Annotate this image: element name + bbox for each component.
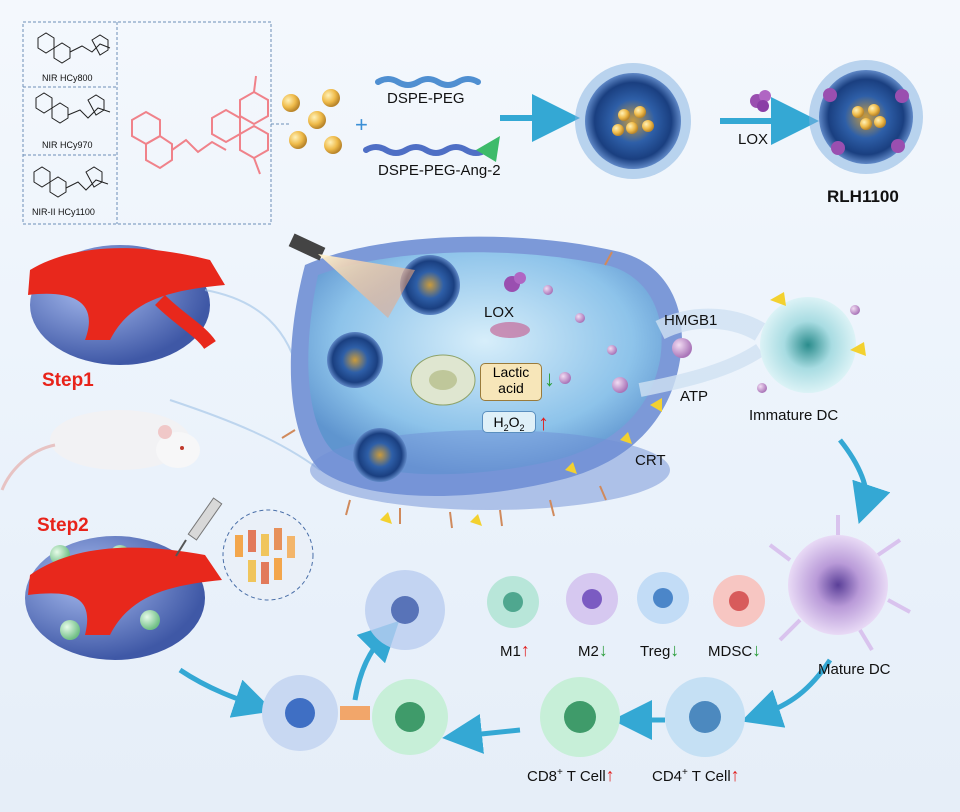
h2o2-h: H [493,414,504,430]
dye-hcy1100-large-structure [131,75,269,175]
mdsc-down-arrow: ↓ [752,640,762,660]
cd4-t-cell [665,677,745,757]
immune-cells-row [487,572,765,628]
laser-source [288,233,415,318]
dye-label-hcy1100: NIR-II HCy1100 [32,207,95,217]
dye-hcy970-structure [35,92,111,124]
cd8-t-cell [540,677,620,757]
mature-dc-cell [768,515,911,652]
dye-label-hcy800: NIR HCy800 [42,73,93,83]
h2o2-box: H2O2 [482,411,536,433]
lactic-acid-box: Lactic acid [480,363,542,401]
label-step2: Step2 [37,515,89,536]
dye-hcy800-structure [37,32,111,64]
label-atp: ATP [680,388,709,405]
tumor-step1 [28,245,225,365]
h2o2-up-arrow: ↑ [538,410,549,435]
cd8-post: T Cell [562,768,606,785]
m1-text: M1 [500,643,521,660]
dead-tumor-cell [365,570,445,650]
syringe-icon [175,497,223,557]
label-mdsc: MDSC↓ [708,640,761,661]
lox-enzyme-icon [750,90,771,112]
immature-dc-cell [757,292,866,393]
m1-up-arrow: ↑ [520,640,530,660]
label-mature-dc: Mature DC [818,661,891,678]
label-lox-top: LOX [738,131,769,148]
dye-structure-panel [22,21,290,225]
cd4-post: T Cell [687,768,731,785]
dspe-peg-ang2-chain [363,136,500,162]
cd4-sup: + [682,767,688,778]
label-cd4-t-cell: CD4+ T Cell↑ [652,765,740,786]
drug-bundle-inset [222,509,314,601]
cd8-sup: + [557,767,563,778]
m2-down-arrow: ↓ [598,640,608,660]
cd4-pre: CD4 [652,768,683,785]
tumor-step2 [25,536,222,660]
h2o2-o: O [508,414,520,430]
cd4-up-arrow: ↑ [730,765,740,785]
lactic-label-line1: Lactic [492,364,530,380]
t-cell-attack [262,675,448,755]
label-rlh1100: RLH1100 [827,187,899,206]
dye-label-hcy970: NIR HCy970 [42,140,93,150]
h2o2-sub1: 2 [503,422,509,433]
label-lox-cell: LOX [484,304,515,321]
label-hmgb1: HMGB1 [664,312,718,329]
label-cd8-t-cell: CD8+ T Cell↑ [527,765,615,786]
rlh1100-nanoparticle [809,60,923,174]
plus-sign: + [355,112,368,137]
lactic-down-arrow: ↓ [544,366,555,391]
lactic-label-line2: acid [498,380,524,396]
mouse-model [0,410,200,491]
label-dspe-peg-ang2: DSPE-PEG-Ang-2 [378,162,501,179]
cd8-up-arrow: ↑ [605,765,615,785]
dspe-peg-chain [375,76,481,88]
label-m1: M1↑ [500,640,530,661]
mdsc-text: MDSC [708,643,753,660]
treg-text: Treg [640,643,671,660]
h2o2-sub2: 2 [519,422,525,433]
cd8-pre: CD8 [527,768,558,785]
m2-text: M2 [578,643,599,660]
label-step1: Step1 [42,370,94,391]
label-immature-dc: Immature DC [749,407,839,424]
label-treg: Treg↓ [640,640,679,661]
treg-down-arrow: ↓ [670,640,680,660]
gold-nanospheres [282,89,342,154]
dye-hcy1100-structure [33,166,109,198]
label-crt: CRT [635,452,666,469]
assembled-nanoparticle [575,63,691,179]
label-m2: M2↓ [578,640,608,661]
label-dspe-peg: DSPE-PEG [387,90,465,107]
